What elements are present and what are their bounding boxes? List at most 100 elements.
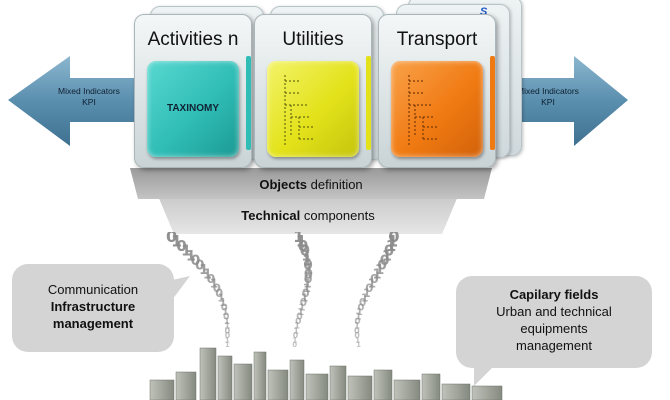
binary-digit: 1 (355, 335, 360, 344)
card-transport: Transport (378, 14, 496, 168)
binary-digit: 0 (300, 243, 310, 260)
binary-digit: 1 (355, 312, 361, 323)
binary-digit: 0 (166, 232, 177, 246)
binary-digit: 0 (380, 253, 390, 269)
utilities-tile (267, 61, 359, 157)
binary-digit: 0 (377, 257, 387, 273)
callout-capilary-pointer (474, 364, 496, 386)
s-badge-icon: S (480, 6, 488, 18)
callout-capilary-bold: Capilary fields (509, 287, 599, 302)
binary-digit: 0 (354, 325, 360, 335)
binary-digit: 0 (300, 297, 307, 309)
binary-digit: 1 (356, 307, 363, 318)
binary-digit: 0 (293, 331, 299, 340)
binary-digit: 1 (293, 325, 299, 335)
binary-digit: 1 (297, 307, 304, 318)
binary-digit: 1 (375, 263, 384, 278)
binary-digit: 1 (217, 291, 225, 304)
objects-bold: Objects (259, 177, 308, 192)
binary-digit: 1 (387, 233, 398, 251)
right-arrow-label-line2: KPI (541, 97, 555, 107)
card-transport-title: Transport (396, 29, 478, 50)
activities-tile: TAXINOMY (147, 61, 239, 157)
binary-digit: 0 (215, 287, 223, 300)
binary-digit: 0 (191, 253, 201, 269)
binary-digit: 0 (176, 237, 187, 255)
technical-rest: components (300, 208, 375, 223)
binary-digit: 1 (225, 341, 230, 349)
binary-digit: 0 (223, 312, 230, 323)
binary-digit: 0 (213, 281, 221, 295)
callout-capilary: Capilary fields Urban and technical equi… (456, 276, 652, 368)
binary-digit: 0 (357, 303, 364, 314)
technical-components-trapezoid (158, 196, 458, 234)
card-utilities-title: Utilities (282, 29, 344, 50)
binary-digit: 0 (207, 271, 216, 286)
left-arrow-label-line2: KPI (82, 97, 96, 107)
technical-bold: Technical (241, 208, 301, 223)
city-skyline-graphic (149, 347, 503, 400)
left-arrow-label-line1: Mixed Indicators (58, 86, 120, 96)
binary-digit: 1 (296, 233, 307, 251)
binary-digit: 1 (225, 335, 230, 344)
binary-digit: 0 (296, 312, 303, 323)
binary-digit: 1 (199, 263, 208, 278)
objects-rest: definition (307, 177, 363, 192)
transport-tile-edge (490, 56, 495, 150)
binary-digit: 1 (382, 248, 392, 264)
binary-digit: 1 (356, 341, 361, 349)
binary-streams-graphic: 0101100110100110101100111100110100110101… (166, 232, 400, 349)
callout-capilary-line4: management (516, 338, 592, 353)
transport-tile (391, 61, 483, 157)
objects-definition-trapezoid (130, 168, 492, 199)
binary-digit: 0 (354, 331, 360, 340)
binary-digit: 0 (365, 281, 373, 295)
binary-digit: 1 (303, 277, 311, 291)
binary-digit: 1 (361, 291, 369, 304)
binary-digit: 1 (373, 268, 382, 283)
right-arrow-label: Mixed Indicators KPI (502, 86, 594, 108)
binary-digit: 1 (222, 307, 229, 318)
binary-digit: 0 (303, 257, 313, 273)
binary-digit: 1 (292, 335, 297, 344)
binary-digit: 1 (303, 281, 311, 295)
taxinomy-label: TAXINOMY (166, 103, 220, 114)
binary-digit: 0 (304, 271, 313, 286)
binary-digit: 1 (363, 287, 371, 300)
binary-digit: 1 (224, 317, 230, 327)
binary-digit: 1 (301, 248, 311, 264)
binary-digit: 1 (224, 322, 230, 332)
binary-digit: 0 (292, 341, 297, 349)
binary-digit: 0 (370, 271, 379, 286)
callout-communication-bold1: Infrastructure (50, 299, 136, 314)
binary-digit: 0 (359, 297, 366, 309)
callout-communication-bold2: management (52, 316, 134, 331)
binary-digit: 1 (299, 303, 306, 314)
binary-digit: 0 (298, 237, 309, 255)
card-activities-title: Activities n (147, 29, 239, 50)
binary-digit: 0 (384, 243, 394, 260)
callout-communication-pointer (172, 276, 190, 300)
card-utilities: Utilities (254, 14, 372, 168)
objects-definition-label: Objects definition (130, 177, 492, 192)
activities-tile-edge (246, 56, 251, 150)
transport-tree-icon (408, 75, 439, 145)
binary-digit: 1 (354, 322, 360, 332)
card-activities: Activities n TAXINOMY (134, 14, 252, 168)
callout-capilary-line2: Urban and technical (496, 304, 612, 319)
binary-digit: 0 (302, 287, 310, 300)
binary-digit: 0 (225, 325, 231, 335)
utilities-tree-icon (284, 75, 315, 145)
binary-digit: 1 (386, 237, 397, 255)
binary-digit: 1 (368, 277, 376, 291)
binary-digit: 0 (221, 303, 228, 314)
binary-digit: 1 (301, 291, 309, 304)
binary-digit: 1 (219, 297, 226, 309)
binary-digit: 0 (295, 317, 301, 327)
utilities-tile-edge (366, 56, 371, 150)
binary-digit: 1 (203, 268, 212, 283)
binary-digit: 1 (181, 243, 191, 260)
binary-digit: 0 (195, 257, 205, 273)
right-arrow-label-line1: Mixed Indicators (517, 86, 579, 96)
binary-digit: 0 (354, 317, 360, 327)
